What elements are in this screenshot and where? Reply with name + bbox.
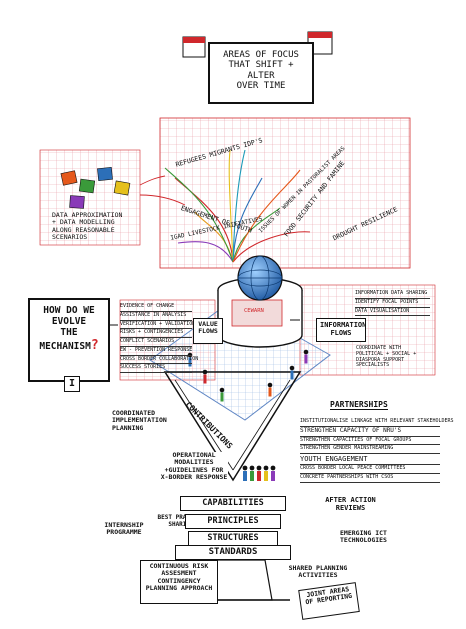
theme-flow-lines [164, 149, 311, 263]
info-flows-label: INFORMATION FLOWS [316, 318, 366, 342]
partnership-item: STRENGTHEN CAPACITY of NRU'S [300, 427, 440, 437]
info-flow-item: DATA VISUALISATION [355, 308, 430, 317]
people-figures [187, 349, 309, 402]
value-flow-item: SUCCESS STORIES [120, 364, 192, 373]
partnership-item: CONCRETE PARTNERSHIPS WITH CSOS [300, 474, 440, 483]
value-flows-list: EVIDENCE OF CHANGE ASSISTANCE IN ANALYSI… [120, 303, 198, 373]
cylinder-screen [231, 299, 283, 327]
value-flow-item: RISKS + CONTINGENCIES [120, 329, 192, 338]
block-after-action: AFTER ACTION REVIEWS [325, 496, 376, 513]
value-flows-label: VALUE FLOWS [193, 318, 223, 344]
value-flow-item: EW - PREVENTION RESPONSE [120, 347, 192, 356]
contributions-funnel [163, 371, 302, 482]
partnership-item: STRENGTHEN GENDER MAINSTREAMING [300, 445, 440, 455]
header-title-line-1: AREAS of FOCUS [223, 50, 299, 60]
value-flow-item: CONFLICT SCENARIOS [120, 338, 192, 347]
partnerships-list: INSTITUTIONALISE LINKAGE WITH RELEVANT S… [300, 418, 454, 483]
block-internship: INTERNSHIP PROGRAMME [104, 521, 144, 537]
tier-capabilities: CAPABILITIES [180, 496, 286, 511]
info-flow-item: IDENTIFY FOCAL POINTS [355, 299, 430, 308]
block-emerging-ict: EMERGING ICT TECHNOLOGIES [340, 529, 387, 545]
info-flows-list: INFORMATION DATA SHARING IDENTIFY FOCAL … [355, 290, 430, 317]
block-coordinated-planning: COORDINATED IMPLEMENTATION PLANNING [112, 409, 167, 432]
header-title-box: AREAS of FOCUS THAT SHIFT + ALTER OVER T… [208, 42, 314, 104]
data-icons-cluster [60, 166, 131, 209]
block-best-practice: BEST PRACTICE SHARING [157, 514, 205, 528]
block-shared-planning: SHARED PLANNING ACTIVITIES [288, 564, 348, 580]
tier-standards: STANDARDS [175, 545, 291, 560]
info-flows-note: COORDINATE WITH POLITICAL + SOCIAL + DIA… [356, 345, 417, 369]
block-operational-modalities: OPERATIONAL MODALITIES +GUIDELINES for X… [160, 451, 228, 482]
tier-principles: PRINCIPLES [185, 514, 281, 529]
data-scenarios-text: DATA APPROXIMATION + DATA MODELLING ALON… [52, 211, 123, 242]
left-grid-panel [39, 149, 141, 246]
partnership-item: CROSS BORDER LOCAL PEACE COMMITTEES [300, 465, 440, 474]
evolve-mechanism-box: HOW DO WE EVOLVE THE MECHANISM? [28, 298, 110, 382]
value-flow-item: ASSISTANCE IN ANALYSIS [120, 312, 192, 321]
calendar-icon-left [182, 36, 206, 58]
roman-numeral-badge: I [64, 376, 80, 392]
partnerships-label: PARTNERSHIPS [330, 400, 388, 411]
partnership-item: YOUTH ENGAGEMENT [300, 454, 440, 466]
value-flow-item: CROSS BORDER COLLABORATION [120, 356, 198, 365]
top-grid-panel [159, 117, 411, 269]
value-flow-item: VERIFICATION + VALIDATION [120, 321, 195, 330]
block-risk-assessment: CONTINUOUS RISK ASSESMENT CONTINGENCY PL… [140, 560, 218, 604]
screen-label: CEWARN [244, 308, 264, 314]
header-title-line-3: OVER TIME [236, 81, 286, 92]
left-flow-lines [139, 175, 186, 206]
partnership-item: STRENGTHEN CAPACITIES OF FOCAL GROUPS [300, 437, 440, 446]
header-title-line-2: THAT SHIFT + ALTER [228, 60, 294, 81]
tier-structures: STRUCTURES [188, 531, 278, 546]
value-flow-item: EVIDENCE OF CHANGE [120, 303, 192, 312]
partnership-item: INSTITUTIONALISE LINKAGE WITH RELEVANT S… [300, 418, 454, 427]
info-flow-item: INFORMATION DATA SHARING [355, 290, 430, 299]
